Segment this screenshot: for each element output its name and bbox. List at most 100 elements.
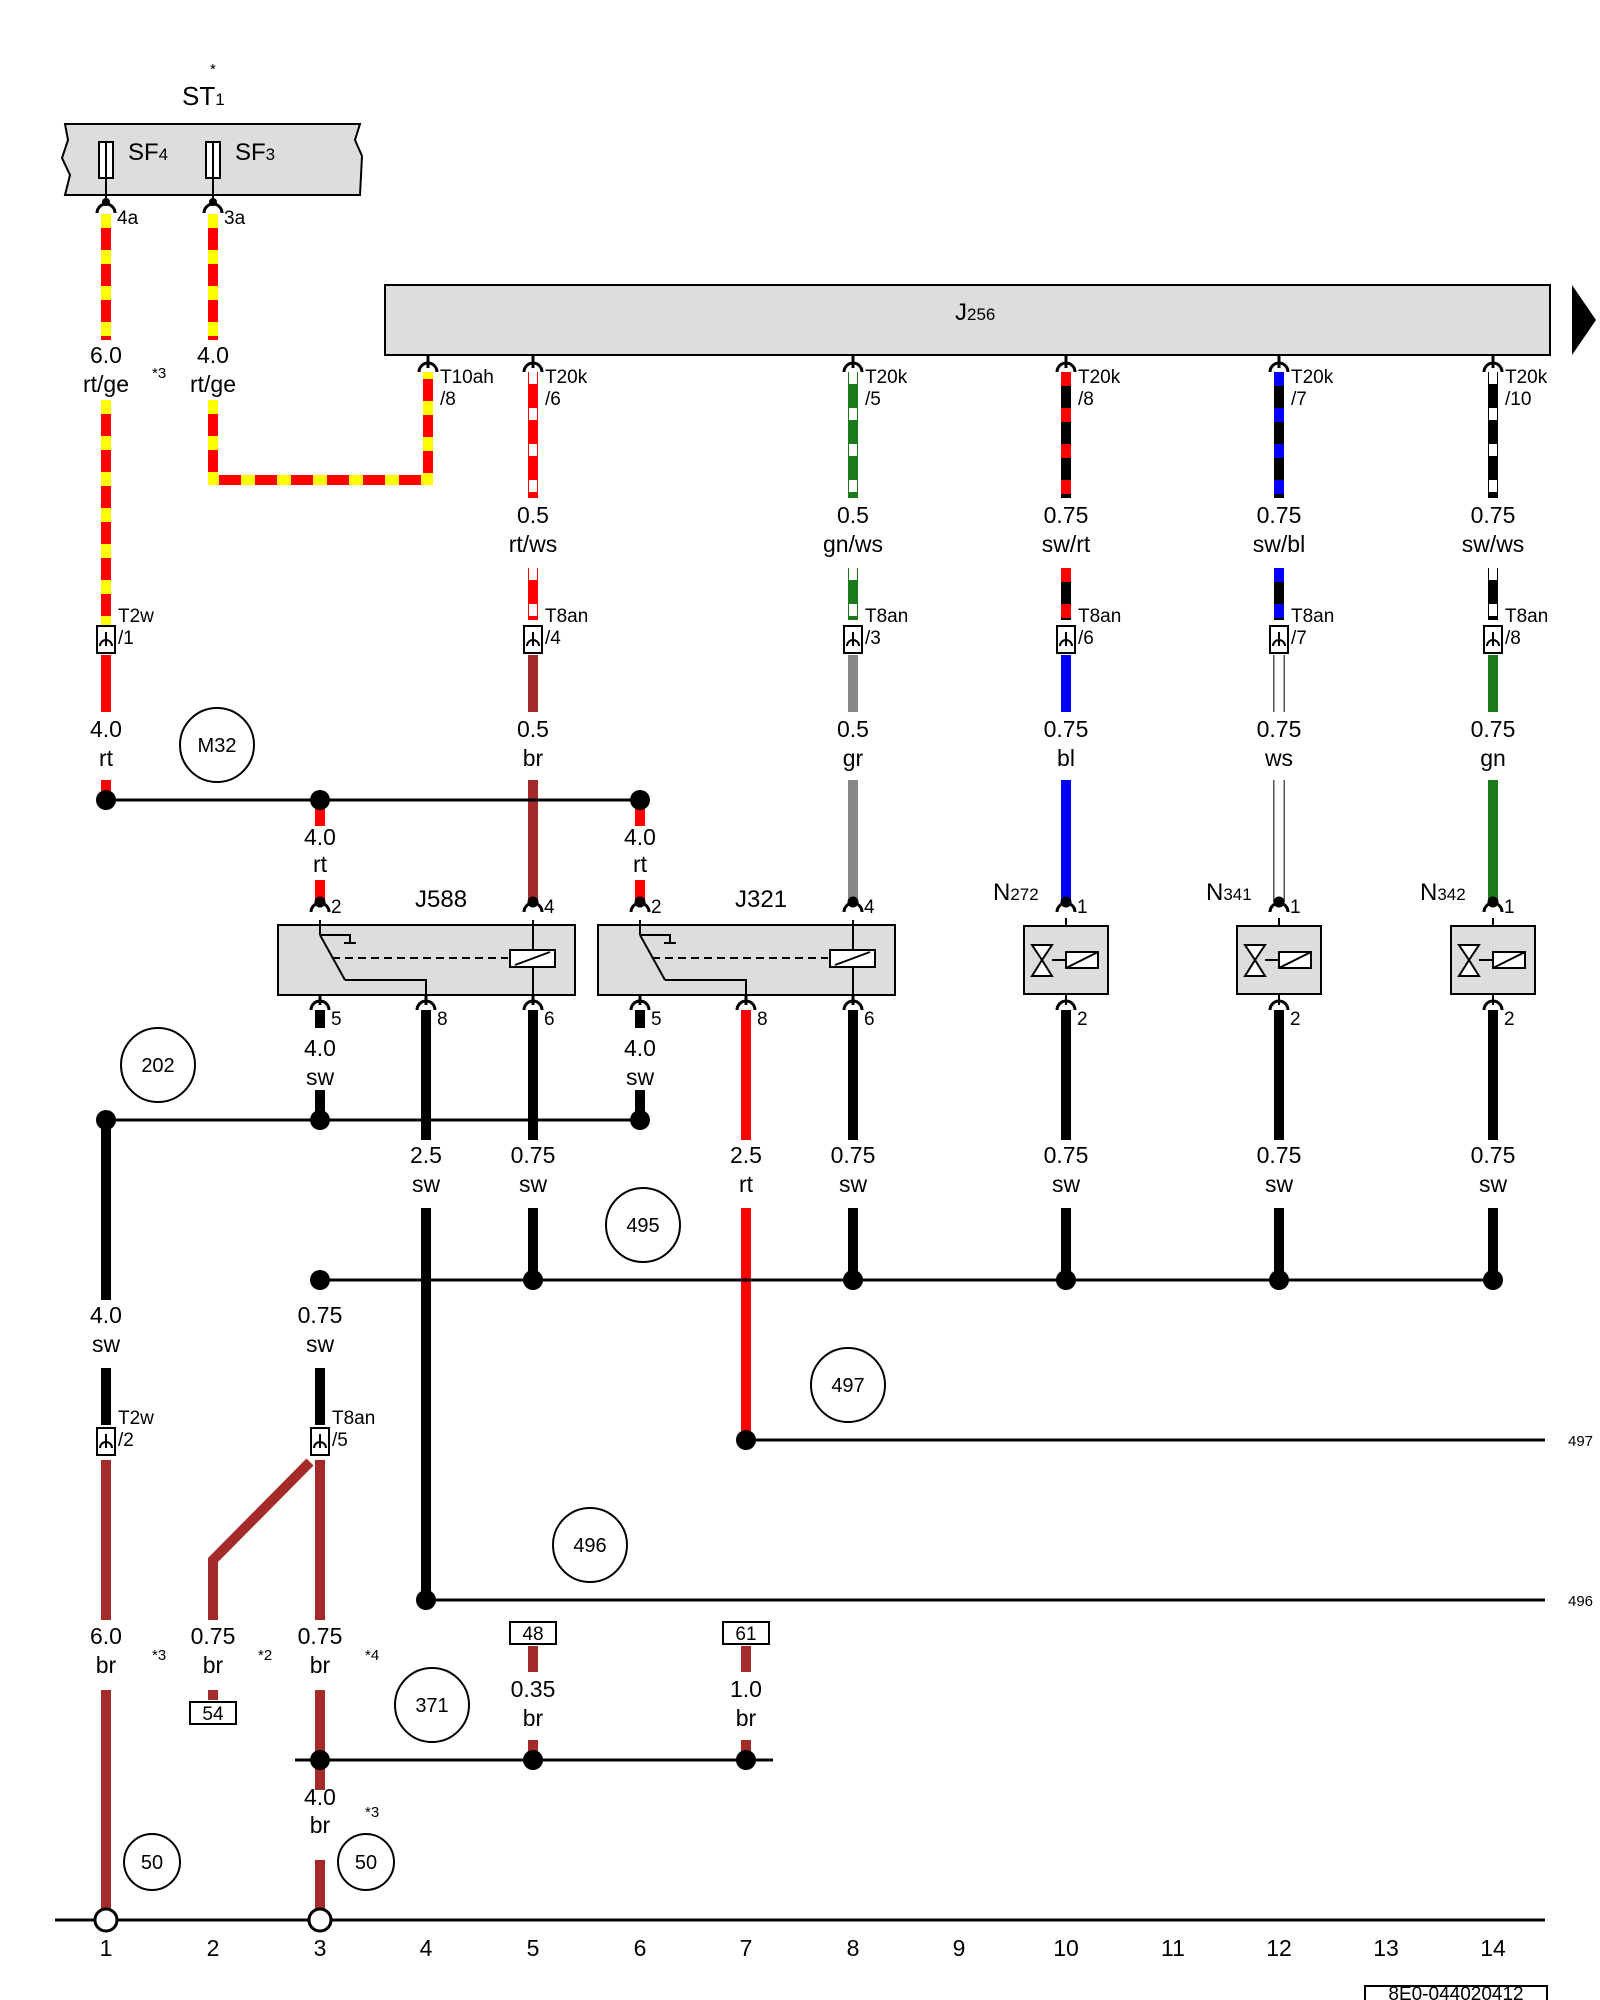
- svg-text:12: 12: [1266, 1935, 1292, 1961]
- svg-text:50: 50: [141, 1852, 163, 1874]
- cu-pins: [417, 355, 1504, 373]
- valve-pin-labels: 1 2 1 2 1 2: [1077, 897, 1515, 1030]
- svg-text:2.5: 2.5: [410, 1142, 442, 1168]
- relay-pins: [309, 896, 864, 1011]
- low-wire-labels: 2.5 sw 0.75 sw 2.5 rt 0.75 sw 0.75 sw 0.…: [396, 1140, 1528, 1208]
- svg-text:4.0: 4.0: [304, 824, 336, 850]
- svg-text:br: br: [736, 1705, 757, 1731]
- terminal-61: [722, 1621, 770, 1645]
- svg-text:0.75: 0.75: [1257, 502, 1302, 528]
- svg-text:50: 50: [355, 1852, 377, 1874]
- svg-text:T20k: T20k: [865, 367, 908, 388]
- svg-text:br: br: [203, 1652, 224, 1678]
- svg-text:/7: /7: [1291, 628, 1307, 649]
- circle-labels: M32 202 495 497 496 371 50 50: [141, 735, 865, 1874]
- svg-text:0.5: 0.5: [837, 716, 869, 742]
- svg-text:54: 54: [202, 1704, 224, 1725]
- svg-text:rt/ws: rt/ws: [509, 531, 558, 557]
- fuse-sf4-label: SF4: [128, 139, 168, 166]
- svg-text:sw: sw: [306, 1331, 335, 1357]
- svg-text:4.0: 4.0: [304, 1784, 336, 1810]
- svg-text:br: br: [523, 745, 544, 771]
- svg-text:T8an: T8an: [1078, 606, 1121, 627]
- svg-text:T8an: T8an: [545, 606, 588, 627]
- svg-text:2: 2: [1504, 1009, 1515, 1030]
- svg-text:T2w: T2w: [118, 606, 154, 627]
- svg-text:0.75: 0.75: [1044, 1142, 1089, 1168]
- connector-icon: [523, 625, 543, 654]
- svg-text:48: 48: [522, 1624, 543, 1645]
- svg-text:4.0: 4.0: [90, 716, 122, 742]
- cu-pin-labels: T10ah/8 T20k/6 T20k/5 T20k/8 T20k/7 T20k…: [440, 367, 1548, 410]
- svg-text:0.75: 0.75: [1257, 1142, 1302, 1168]
- valve-n341: N341: [1206, 879, 1322, 1005]
- svg-text:sw/rt: sw/rt: [1042, 531, 1091, 557]
- track-numbers: 1 2 3 4 5 6 7 8 9 10 11 12 13 14: [100, 1935, 1506, 1961]
- circle-496: [552, 1507, 628, 1583]
- svg-text:11: 11: [1161, 1935, 1185, 1961]
- svg-text:rt: rt: [633, 851, 648, 877]
- svg-text:13: 13: [1373, 1935, 1399, 1961]
- svg-text:497: 497: [1568, 1433, 1593, 1450]
- svg-text:T8an: T8an: [332, 1408, 375, 1429]
- ground-wire-labels: 4.0 sw 0.75 sw: [76, 1300, 355, 1368]
- svg-text:202: 202: [141, 1055, 174, 1077]
- j256-label: J256: [955, 299, 995, 326]
- relay-j321-label: J321: [735, 886, 787, 913]
- svg-text:T20k: T20k: [1291, 367, 1334, 388]
- svg-text:sw: sw: [1265, 1171, 1294, 1197]
- svg-text:br: br: [523, 1705, 544, 1731]
- svg-text:8: 8: [847, 1935, 860, 1961]
- svg-text:0.75: 0.75: [1257, 716, 1302, 742]
- svg-text:0.75: 0.75: [1044, 502, 1089, 528]
- valve-icon: [1243, 944, 1312, 977]
- relay-switch-icon: [319, 920, 508, 1000]
- svg-text:rt/ge: rt/ge: [83, 371, 129, 397]
- circle-202: [120, 1027, 196, 1103]
- svg-text:rt/ge: rt/ge: [190, 371, 236, 397]
- svg-text:/1: /1: [118, 628, 134, 649]
- wire-rtge-4-route-stripe: [208, 372, 433, 485]
- connector-row: T2w/1 T8an/4 T8an/3 T8an/6 T8an/7: [96, 606, 1548, 654]
- svg-text:0.5: 0.5: [517, 716, 549, 742]
- svg-text:/4: /4: [545, 628, 561, 649]
- svg-text:sw: sw: [1052, 1171, 1081, 1197]
- svg-text:8: 8: [437, 1009, 448, 1030]
- svg-text:T8an: T8an: [865, 606, 908, 627]
- svg-text:1: 1: [100, 1935, 113, 1961]
- supply-label: ST1: [182, 81, 225, 111]
- svg-text:2: 2: [651, 897, 662, 918]
- svg-text:0.5: 0.5: [837, 502, 869, 528]
- svg-text:M32: M32: [198, 735, 237, 757]
- relay-feed-labels: 4.0 rt 4.0 rt: [290, 824, 670, 880]
- relay-j588: J588: [277, 886, 576, 1000]
- svg-text:8E0-044020412: 8E0-044020412: [1388, 1984, 1523, 2000]
- svg-text:6: 6: [544, 1009, 555, 1030]
- svg-text:1: 1: [1077, 897, 1088, 918]
- svg-text:sw: sw: [519, 1171, 548, 1197]
- terminal-54: [189, 1701, 237, 1725]
- terminal-48: [509, 1621, 557, 1645]
- svg-text:sw: sw: [92, 1331, 121, 1357]
- svg-text:0.75: 0.75: [298, 1623, 343, 1649]
- supply-star: *: [210, 61, 216, 78]
- terminals: 54 48 61: [189, 1621, 770, 1725]
- top-wire-labels: 6.0 rt/ge *3 4.0 rt/ge: [76, 340, 243, 400]
- circle-m32: [179, 707, 255, 783]
- svg-text:rt: rt: [99, 745, 114, 771]
- svg-text:497: 497: [831, 1375, 864, 1397]
- svg-text:2: 2: [1077, 1009, 1088, 1030]
- continuation-refs: 497 496: [1568, 1433, 1593, 1610]
- svg-text:0.75: 0.75: [1044, 716, 1089, 742]
- svg-text:6: 6: [634, 1935, 647, 1961]
- cu-wire-labels: 0.5 rt/ws 0.5 gn/ws 0.75 sw/rt 0.75 sw/b…: [493, 498, 1533, 568]
- svg-text:T20k: T20k: [545, 367, 588, 388]
- svg-text:5: 5: [527, 1935, 540, 1961]
- valve-n341-label: N341: [1206, 879, 1252, 906]
- svg-text:*3: *3: [152, 1647, 166, 1664]
- control-unit-j256: J256: [384, 284, 1596, 356]
- svg-text:*2: *2: [258, 1647, 272, 1664]
- connector-icon: [310, 1427, 330, 1456]
- svg-text:gr: gr: [843, 745, 864, 771]
- svg-text:sw/bl: sw/bl: [1253, 531, 1305, 557]
